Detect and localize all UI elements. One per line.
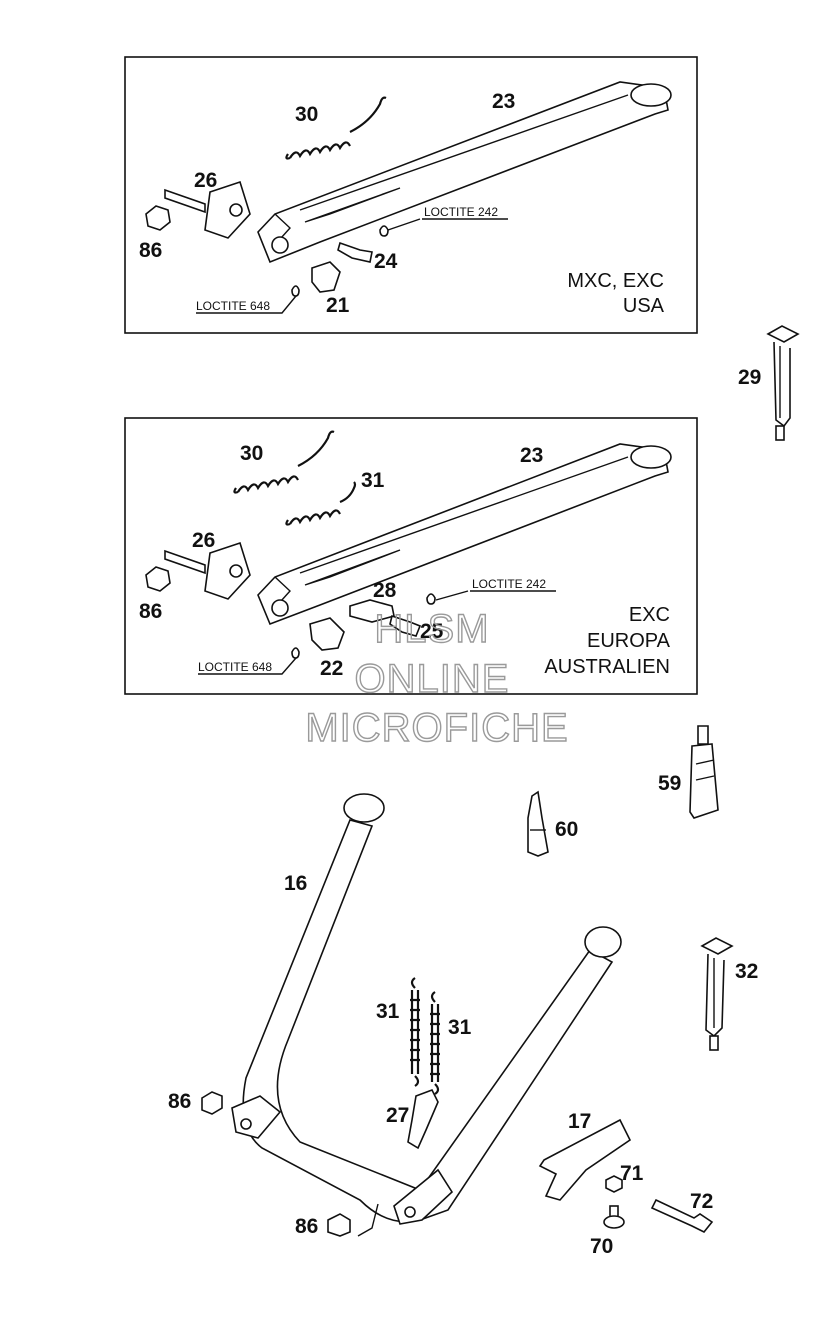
region-label: MXC, EXC (567, 270, 664, 292)
callout: 31 (448, 1016, 472, 1039)
callout: 30 (295, 103, 318, 126)
bumper (311, 261, 341, 293)
callout: 72 (690, 1190, 713, 1213)
callout: 17 (568, 1110, 591, 1133)
callout: 23 (492, 90, 515, 113)
callout: 23 (520, 444, 543, 467)
center-stand (231, 793, 622, 1237)
watermark-line: HLSM (374, 607, 489, 651)
callout: 26 (192, 529, 215, 552)
callout: 86 (168, 1090, 191, 1113)
grease-tube (527, 790, 549, 857)
rubber-mount (603, 1205, 625, 1229)
region-label: EXC (629, 604, 670, 626)
spring (430, 991, 440, 1095)
stand-plate (538, 1118, 632, 1201)
callout: 86 (295, 1215, 318, 1238)
spring (285, 96, 387, 160)
callout: 25 (420, 620, 444, 643)
callout: 27 (386, 1104, 409, 1127)
pivot-bolt (164, 180, 251, 239)
region-label: USA (623, 295, 665, 317)
pivot-bolt (164, 541, 251, 600)
bolt (650, 1198, 714, 1234)
spring (410, 977, 420, 1087)
watermark-line: MICROFICHE (305, 706, 568, 750)
nut (145, 205, 171, 231)
callout: 59 (658, 772, 681, 795)
callout: 26 (194, 169, 217, 192)
callout: 71 (620, 1162, 644, 1185)
watermark-line: ONLINE (355, 657, 510, 701)
nut (327, 1213, 351, 1237)
callout: 31 (361, 469, 385, 492)
panel-exc-europa-australien: 30 23 31 26 86 28 25 22 LOCTITE 242 LOCT… (124, 417, 698, 695)
nut (605, 1175, 623, 1193)
nut (201, 1091, 223, 1115)
callout: 24 (374, 250, 398, 273)
loctite-bottle (689, 725, 719, 819)
callout: 28 (373, 579, 397, 602)
loctite-label: LOCTITE 242 (472, 577, 546, 591)
callout: 22 (320, 657, 343, 680)
special-tool (700, 937, 734, 1051)
callout: 86 (139, 239, 162, 262)
loctite-label: LOCTITE 648 (198, 660, 272, 674)
callout: 32 (735, 960, 758, 983)
watermark: HLSM ONLINE MICROFICHE (305, 606, 569, 750)
panel-frame (124, 417, 698, 695)
loctite-label: LOCTITE 242 (424, 205, 498, 219)
panel-frame (124, 56, 698, 334)
region-label: AUSTRALIEN (544, 656, 670, 678)
callout: 30 (240, 442, 263, 465)
side-stand-arm (257, 81, 672, 264)
region-label: EUROPA (587, 630, 671, 652)
callout: 16 (284, 872, 307, 895)
panel-mxc-exc-usa: 30 23 26 86 24 21 LOCTITE 242 LOCTITE 64… (124, 56, 698, 334)
screw (389, 614, 422, 637)
loctite-label: LOCTITE 648 (196, 299, 270, 313)
spring (233, 430, 335, 494)
special-tool (766, 325, 800, 441)
callout: 60 (555, 818, 578, 841)
nut (145, 566, 171, 592)
bumper (309, 617, 345, 651)
screw (337, 241, 373, 263)
callout: 31 (376, 1000, 400, 1023)
spring-bracket (407, 1088, 439, 1150)
callout: 21 (326, 294, 350, 317)
callout: 86 (139, 600, 162, 623)
spring (285, 481, 357, 526)
callout: 70 (590, 1235, 613, 1258)
callout: 29 (738, 366, 761, 389)
side-stand-arm (257, 443, 672, 626)
